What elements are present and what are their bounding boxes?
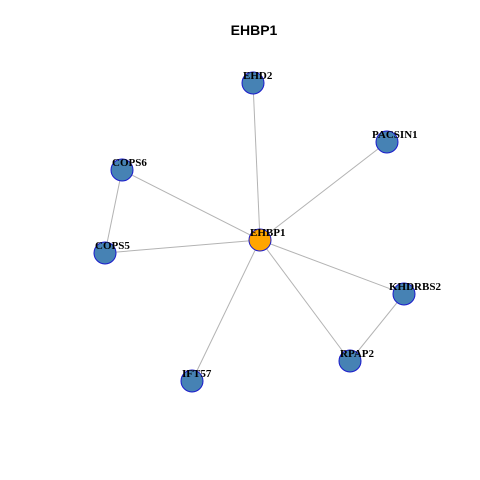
node-label-cops5: COPS5 [95, 240, 130, 252]
nodes-layer [93, 71, 416, 393]
edge-ehbp1-pacsin1 [259, 141, 388, 241]
node-ehbp1[interactable] [248, 228, 272, 252]
node-label-cops6: COPS6 [112, 157, 147, 169]
edge-ehbp1-ift57 [191, 239, 261, 382]
node-label-ift57: IFT57 [182, 368, 212, 380]
node-ift57[interactable] [180, 369, 204, 393]
node-label-rpap2: RPAP2 [340, 348, 375, 360]
edge-ehbp1-rpap2 [259, 239, 351, 362]
edge-ehbp1-cops6 [121, 169, 261, 241]
node-label-ehd2: EHD2 [243, 70, 273, 82]
node-pacsin1[interactable] [375, 130, 399, 154]
node-ehd2[interactable] [241, 71, 265, 95]
edge-khdrbs2-rpap2 [349, 293, 405, 362]
labels-layer: EHBP1 EHD2PACSIN1COPS6COPS5KHDRBS2RPAP2IF… [95, 70, 441, 380]
node-label-khdrbs2: KHDRBS2 [389, 281, 441, 293]
edge-cops6-cops5 [104, 169, 123, 254]
node-label-ehbp1: EHBP1 [250, 227, 285, 239]
node-label-pacsin1: PACSIN1 [372, 129, 418, 141]
node-cops6[interactable] [110, 158, 134, 182]
edge-ehbp1-ehd2 [252, 82, 261, 241]
node-cops5[interactable] [93, 241, 117, 265]
node-khdrbs2[interactable] [392, 282, 416, 306]
edge-ehbp1-khdrbs2 [259, 239, 405, 295]
edge-ehbp1-cops5 [104, 239, 261, 254]
diagram-title: EHBP1 [231, 22, 278, 38]
node-rpap2[interactable] [338, 349, 362, 373]
edges-layer [104, 82, 405, 382]
